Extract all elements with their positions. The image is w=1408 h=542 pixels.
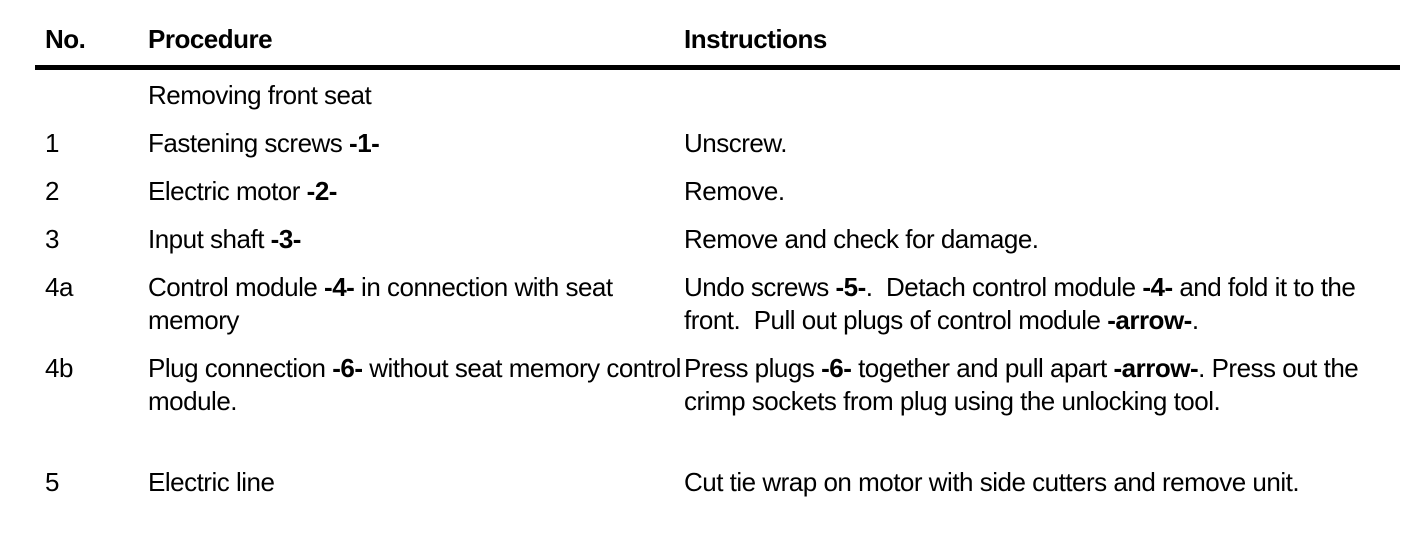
table-row: 4b Plug connection -6- without seat memo…	[35, 352, 1400, 418]
row-number-cell: 2	[45, 176, 59, 206]
instructions-cell	[684, 79, 1400, 112]
column-header-procedure: Procedure	[148, 24, 273, 54]
row-number-cell	[35, 79, 148, 112]
table-row: Removing front seat	[35, 79, 1400, 112]
procedure-cell: Fastening screws -1-	[148, 128, 380, 158]
row-number-cell: 4b	[45, 353, 73, 383]
row-number-cell: 1	[45, 128, 59, 158]
procedure-cell: Input shaft -3-	[148, 224, 301, 254]
table-row: 1 Fastening screws -1- Unscrew.	[35, 127, 1400, 160]
procedure-cell: Electric line	[148, 467, 275, 497]
table-header-row: No. Procedure Instructions	[35, 23, 1400, 56]
table-row: 5 Electric line Cut tie wrap on motor wi…	[35, 466, 1400, 499]
row-number-cell: 4a	[45, 272, 73, 302]
table-row: 3 Input shaft -3- Remove and check for d…	[35, 223, 1400, 256]
instructions-cell: Press plugs -6- together and pull apart …	[684, 353, 1366, 416]
column-header-no: No.	[45, 24, 86, 54]
table-header-rule	[35, 65, 1400, 70]
table-row: 4a Control module -4- in connection with…	[35, 271, 1400, 337]
procedure-cell: Electric motor -2-	[148, 176, 337, 206]
procedure-cell: Control module -4- in connection with se…	[148, 272, 620, 335]
row-number-cell: 3	[45, 224, 59, 254]
column-header-instructions: Instructions	[684, 24, 827, 54]
row-number-cell: 5	[45, 467, 59, 497]
instructions-cell: Remove and check for damage.	[684, 224, 1039, 254]
instructions-cell: Undo screws -5-. Detach control module -…	[684, 272, 1363, 335]
instructions-cell: Remove.	[684, 176, 785, 206]
procedure-cell: Plug connection -6- without seat memory …	[148, 353, 688, 416]
procedure-cell: Removing front seat	[148, 80, 372, 110]
instructions-cell: Unscrew.	[684, 128, 787, 158]
instructions-cell: Cut tie wrap on motor with side cutters …	[684, 467, 1300, 497]
table-row: 2 Electric motor -2- Remove.	[35, 175, 1400, 208]
